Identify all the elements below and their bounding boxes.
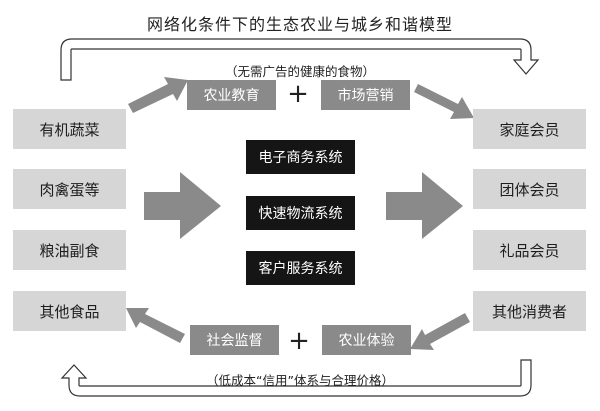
system-customer-service: 客户服务系统 [246, 251, 355, 285]
top-note: （无需广告的健康的食物） [224, 64, 375, 79]
top-plus-sign: + [287, 79, 309, 109]
left-item-other-food: 其他食品 [13, 291, 126, 331]
arrow-bottom-to-left [126, 308, 185, 343]
right-item-other-consumers: 其他消费者 [473, 291, 586, 331]
arrow-left-to-center [144, 172, 221, 239]
right-item-gift-member: 礼品会员 [473, 230, 586, 270]
arrow-right-to-bottom [410, 313, 470, 350]
system-fast-logistics: 快速物流系统 [246, 196, 355, 230]
left-item-meat-poultry-eggs: 肉禽蛋等 [13, 169, 126, 209]
arrow-top-to-right [414, 84, 474, 119]
diagram-title: 网络化条件下的生态农业与城乡和谐模型 [146, 15, 453, 34]
bottom-action-social-supervision: 社会监督 [190, 325, 279, 355]
bottom-action-agri-experience: 农业体验 [322, 325, 411, 355]
bottom-plus-sign: + [288, 326, 310, 356]
left-item-organic-vegetables: 有机蔬菜 [13, 109, 126, 149]
arrow-center-to-right [386, 172, 463, 239]
top-loop-arrow-outline [60, 38, 540, 81]
bottom-loop-arrow-outline [60, 359, 532, 397]
bottom-note: （低成本“信用”体系与合理价格） [206, 373, 394, 388]
arrow-left-to-top [128, 77, 188, 113]
system-ecommerce: 电子商务系统 [246, 140, 355, 174]
top-action-agri-education: 农业教育 [187, 80, 276, 110]
left-item-grain-oil: 粮油副食 [13, 230, 126, 270]
right-item-family-member: 家庭会员 [473, 109, 586, 149]
top-action-marketing: 市场营销 [321, 80, 410, 110]
right-item-group-member: 团体会员 [473, 169, 586, 209]
